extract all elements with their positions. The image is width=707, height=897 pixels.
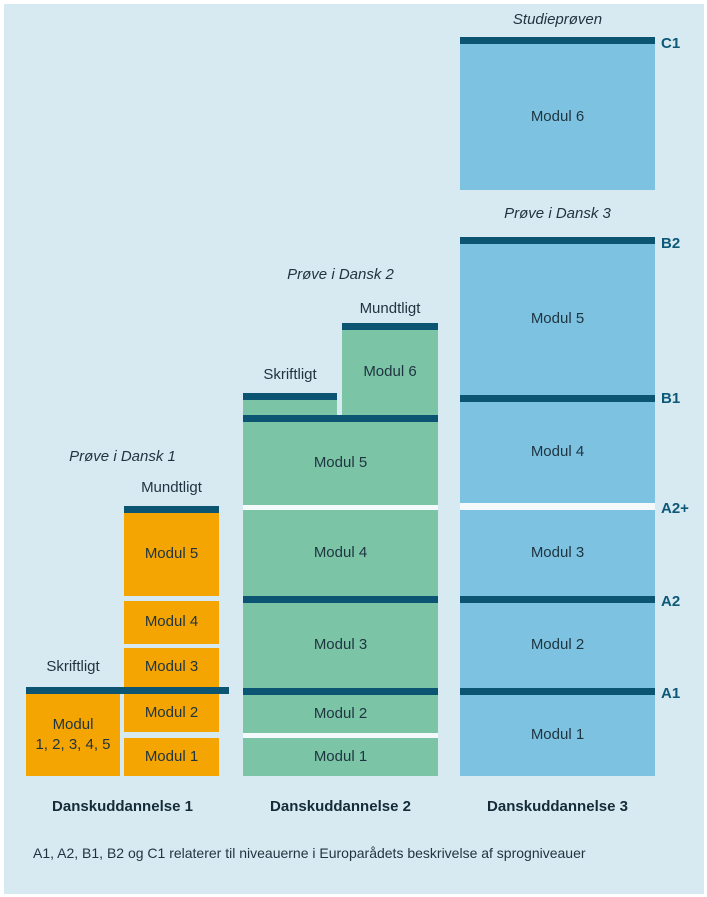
level-label-a2plus: A2+	[661, 500, 689, 517]
level-label-a1: A1	[661, 685, 681, 702]
du1-modul-5-block: Modul 5	[124, 513, 219, 596]
du2-modul5-top-bar	[243, 415, 438, 422]
exam-label-proeve-i-dansk-3: Prøve i Dansk 3	[504, 205, 611, 222]
du3-modul-1-label: Modul 1	[530, 726, 585, 744]
du3-modul-4-label: Modul 4	[530, 443, 585, 461]
du1-column-title: Danskuddannelse 1	[52, 798, 193, 815]
du2-modul-4-label: Modul 4	[313, 543, 368, 561]
du2-written-pass-bar	[243, 393, 337, 400]
a2-level-bar	[460, 596, 655, 603]
du1-modul-3-label: Modul 3	[144, 658, 199, 676]
du1-modul-5-label: Modul 5	[144, 545, 199, 563]
level-label-a2: A2	[661, 593, 681, 610]
du3-modul-4-block: Modul 4	[460, 402, 655, 503]
du1-modul-2-block: Modul 2	[124, 694, 219, 732]
du2-modul-2-block: Modul 2	[243, 695, 438, 733]
du3-modul-2-label: Modul 2	[530, 636, 585, 654]
du2-modul-1-block: Modul 1	[243, 738, 438, 776]
du2-modul-4-block: Modul 4	[243, 510, 438, 596]
level-label-b2: B2	[661, 235, 681, 252]
du2-modul-6-block: Modul 6	[342, 330, 438, 415]
exam-label-proeve-i-dansk-2: Prøve i Dansk 2	[287, 266, 394, 283]
du2-modul-3-block: Modul 3	[243, 603, 438, 688]
du2-modul-6-label: Modul 6	[363, 363, 417, 381]
du1-modul-combined-line2: 1, 2, 3, 4, 5	[35, 736, 111, 753]
du1-modul-4-label: Modul 4	[144, 613, 199, 631]
du2-modul-2-label: Modul 2	[313, 704, 368, 722]
du1-modul-2-label: Modul 2	[144, 703, 199, 721]
c1-level-bar	[460, 37, 655, 44]
du1-written-pass-bar	[26, 687, 229, 694]
cefr-footnote: A1, A2, B1, B2 og C1 relaterer til nivea…	[33, 845, 586, 861]
du2-written-strip	[243, 400, 337, 415]
du3-a2plus-gap	[460, 503, 655, 510]
b1-level-bar	[460, 395, 655, 402]
du3-modul-6-label: Modul 6	[530, 107, 585, 125]
du3-modul-2-block: Modul 2	[460, 603, 655, 688]
du2-modul-1-2-gap	[243, 733, 438, 738]
du3-modul-3-label: Modul 3	[530, 543, 585, 561]
du3-modul-5-label: Modul 5	[530, 310, 585, 328]
du3-modul-3-block: Modul 3	[460, 510, 655, 596]
du1-modul-4-block: Modul 4	[124, 601, 219, 644]
du1-modul-combined-line1: Modul	[52, 715, 94, 733]
du1-modul-3-block: Modul 3	[124, 648, 219, 687]
b2-level-bar	[460, 237, 655, 244]
du2-a2plus-gap	[243, 505, 438, 510]
du2-a2-level-bar	[243, 596, 438, 603]
du1-oral-pass-bar	[124, 506, 219, 513]
du3-column-title: Danskuddannelse 3	[487, 798, 628, 815]
du3-modul-6-block: Modul 6	[460, 44, 655, 190]
du2-written-label: Skriftligt	[263, 366, 317, 383]
du3-modul-5-block: Modul 5	[460, 244, 655, 395]
level-label-c1: C1	[661, 35, 681, 52]
du1-written-label: Skriftligt	[46, 658, 100, 675]
du1-modul-1-block: Modul 1	[124, 738, 219, 776]
du2-oral-label: Mundtligt	[359, 300, 421, 317]
du2-modul-3-label: Modul 3	[313, 636, 368, 654]
du2-oral-pass-bar	[342, 323, 438, 330]
level-label-b1: B1	[661, 390, 681, 407]
du2-modul-5-block: Modul 5	[243, 422, 438, 505]
du2-column-title: Danskuddannelse 2	[270, 798, 411, 815]
du1-oral-label: Mundtligt	[141, 479, 202, 496]
exam-label-studieproeven: Studieprøven	[512, 11, 603, 28]
du1-modul-combined-block: Modul 1, 2, 3, 4, 5	[26, 694, 120, 776]
a1-level-bar	[460, 688, 655, 695]
du2-a1-level-bar	[243, 688, 438, 695]
du2-modul-1-label: Modul 1	[313, 747, 368, 765]
du3-modul-1-block: Modul 1	[460, 695, 655, 776]
du2-modul-5-label: Modul 5	[313, 454, 368, 472]
du1-modul-1-label: Modul 1	[144, 747, 199, 765]
exam-label-proeve-i-dansk-1: Prøve i Dansk 1	[69, 448, 176, 465]
